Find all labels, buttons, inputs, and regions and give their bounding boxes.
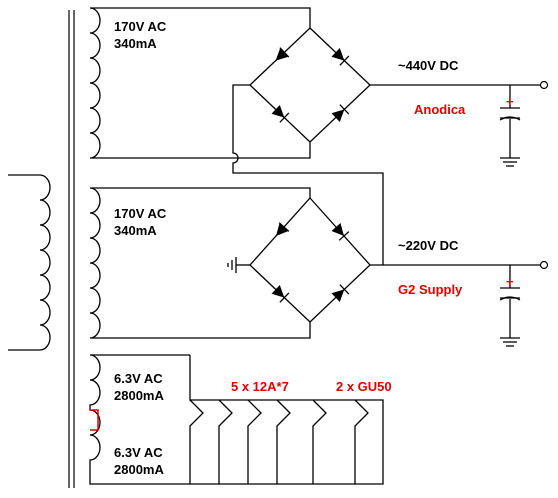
heater-2-current: 2800mA [114,462,164,477]
bridge-2-outline [249,197,371,323]
bridge-series-link [232,84,384,265]
small-tubes-label: 5 x 12A*7 [231,379,289,394]
secondary-2-current: 340mA [114,223,157,238]
bridge-1-diodes [271,47,350,123]
heater-2-voltage: 6.3V AC [114,445,163,460]
secondary-1-voltage: 170V AC [114,19,167,34]
anode-voltage-label: ~440V DC [398,58,459,73]
heater-1-current: 2800mA [114,388,164,403]
svg-text:+: + [506,94,514,109]
secondary-2-winding [89,187,311,339]
secondary-1-current: 340mA [114,36,157,51]
primary-winding [8,174,51,351]
heater-bus [189,355,384,485]
anode-name-label: Anodica [414,102,466,117]
transformer-core [68,10,75,488]
bridge-1-outline [249,27,371,143]
secondary-2-voltage: 170V AC [114,206,167,221]
secondary-1-winding [89,7,311,159]
power-tubes-label: 2 x GU50 [336,379,392,394]
anode-output: + [370,80,549,167]
g2-voltage-label: ~220V DC [398,238,459,253]
heater-1-voltage: 6.3V AC [114,371,163,386]
g2-name-label: G2 Supply [398,282,463,297]
bridge-2-ground [227,257,250,273]
heater-center-tap [90,409,99,431]
g2-output: + [370,260,549,347]
svg-text:+: + [506,274,514,289]
bridge-2-diodes [271,222,350,303]
secondary-1-top-lead [230,7,311,28]
